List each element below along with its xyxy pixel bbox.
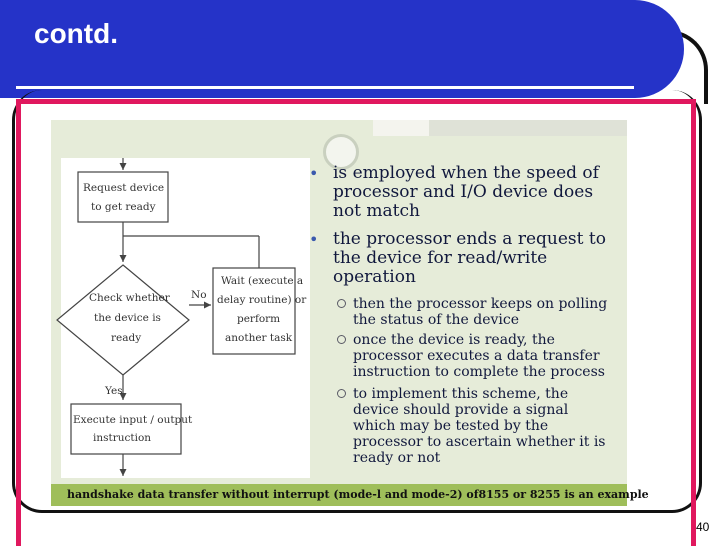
bullet-text: is employed when the speed of processor … (333, 163, 599, 221)
sub-bullet-text: once the device is ready, the processor … (353, 332, 605, 380)
ring-bullet-icon (337, 389, 346, 398)
flowchart-execute-box (70, 403, 182, 455)
image-caption: handshake data transfer without interrup… (67, 488, 649, 501)
decorative-circle (323, 134, 359, 170)
flowchart-wait-line2: delay routine) or (217, 294, 307, 306)
slide-title: contd. (34, 18, 118, 49)
flowchart-panel: Request device to get ready Check whethe… (56, 158, 310, 478)
flowchart-execute-line1: Execute input / output (73, 414, 193, 426)
flowchart-wait-line4: another task (225, 332, 293, 344)
flowchart-request-line2: to get ready (91, 201, 156, 213)
flowchart-decision-line3: ready (111, 332, 141, 344)
title-bar (0, 0, 684, 98)
page-number: 40 (696, 520, 710, 534)
embedded-slide-image: Request device to get ready Check whethe… (51, 120, 649, 506)
flowchart-request-line1: Request device (83, 182, 164, 194)
image-top-strip (373, 120, 627, 136)
flowchart-label-yes: Yes (104, 385, 123, 397)
flowchart-request-box (77, 171, 169, 223)
ring-bullet-icon (337, 335, 346, 344)
flowchart-execute-line2: instruction (93, 432, 151, 444)
flowchart-wait-line1: Wait (execute a (221, 275, 303, 287)
title-underline (16, 86, 634, 89)
flowchart-label-no: No (191, 289, 207, 301)
sub-bullet-text: then the processor keeps on polling the … (353, 296, 608, 328)
ring-bullet-icon (337, 299, 346, 308)
bullet-text: the processor ends a request to the devi… (333, 229, 606, 287)
slide-frame (16, 99, 696, 546)
flowchart-decision-line1: Check whether (89, 292, 171, 304)
slide-frame-outline (12, 90, 702, 513)
flowchart-wait-box (212, 267, 296, 355)
image-caption-bar: handshake data transfer without interrup… (51, 484, 649, 506)
flowchart: Request device to get ready Check whethe… (56, 158, 307, 476)
flowchart-wait-line3: perform (237, 313, 280, 325)
sub-bullet-text: to implement this scheme, the device sho… (353, 386, 606, 466)
flowchart-decision-line2: the device is (94, 312, 161, 324)
